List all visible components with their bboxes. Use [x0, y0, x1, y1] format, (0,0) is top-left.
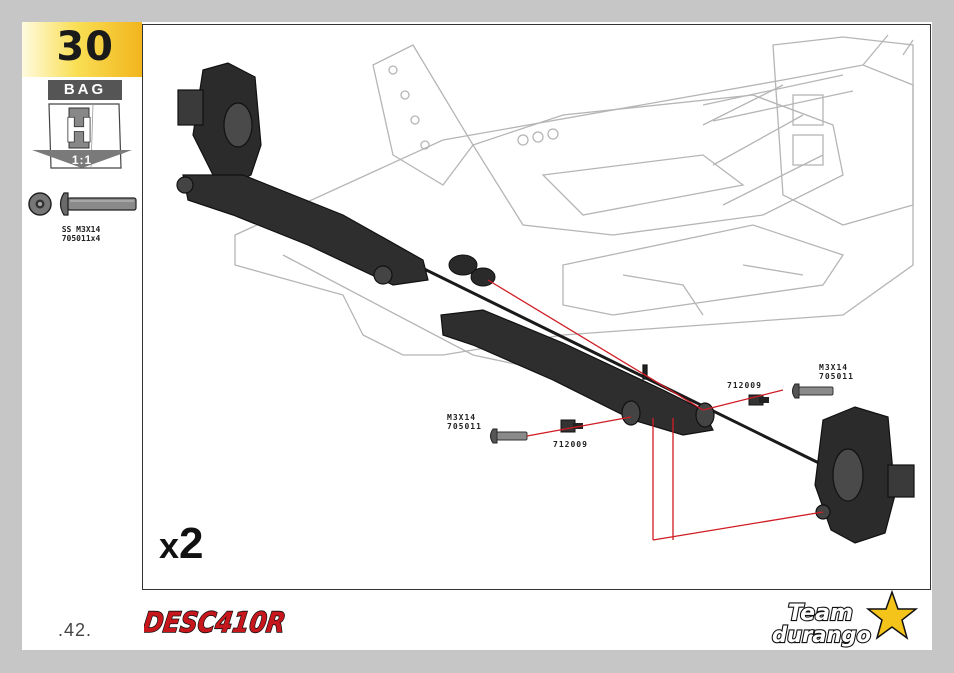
product-logo-text: DESC410R — [144, 606, 288, 638]
callout-ball-right: 712009 — [727, 381, 762, 390]
star-icon — [865, 590, 919, 640]
suspension-arm-new — [440, 309, 715, 436]
step-number-tab: 30 — [22, 22, 142, 77]
brand-logo: Team durango — [771, 590, 919, 648]
page-number: .42. — [58, 620, 93, 640]
washer-icon — [28, 192, 52, 216]
callout-ball-left: 712009 — [553, 440, 588, 449]
scale-banner — [32, 150, 132, 168]
part-label: SS M3X14 705011x4 — [46, 225, 116, 243]
screw-left — [490, 428, 528, 444]
step-number: 30 — [56, 24, 114, 70]
screw-icon — [59, 192, 137, 216]
suspension-arm-installed — [176, 174, 429, 286]
quantity-prefix: x — [159, 525, 180, 566]
brand-logo-line2: durango — [772, 623, 871, 647]
hub-carrier-right — [814, 406, 915, 544]
assembly-drawing — [176, 34, 915, 544]
quantity-label: x2 — [159, 519, 204, 569]
ball-stud-right — [748, 394, 769, 406]
assembly-arrows — [487, 279, 824, 541]
bag-letter: H — [65, 111, 93, 151]
brand-logo-line1: Team — [788, 601, 853, 626]
callout-screw-right: M3X14 705011 — [819, 363, 854, 381]
scale-label: 1:1 — [71, 153, 93, 167]
quantity-count: 2 — [179, 519, 204, 568]
instruction-page: 30 BAG H 1:1 SS M3X14 705011x4 — [22, 22, 932, 650]
part-code: 705011x4 — [61, 234, 101, 243]
assembly-diagram: M3X14 705011 712009 M3X14 705011 712009 … — [142, 24, 931, 590]
callout-screw-left: M3X14 705011 — [447, 413, 482, 431]
screw-right — [792, 383, 834, 399]
hub-carrier-left — [177, 62, 262, 186]
product-logo: DESC410R — [144, 605, 289, 638]
parts-icons — [28, 192, 137, 216]
part-name: SS M3X14 — [61, 225, 101, 234]
chassis-outline — [234, 34, 914, 371]
bag-label: BAG — [48, 80, 122, 100]
pivot-ball-installed — [448, 254, 496, 287]
